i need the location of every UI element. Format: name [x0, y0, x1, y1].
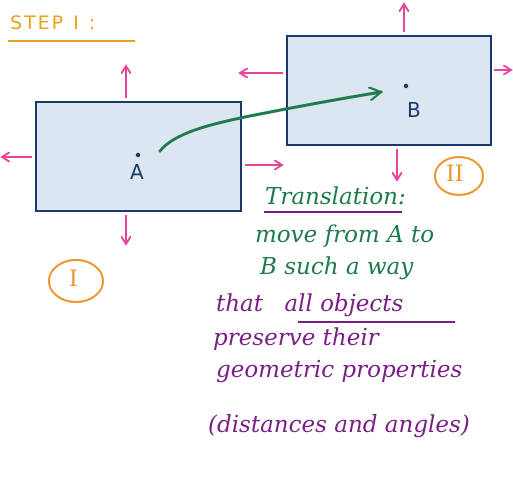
note-line-3-prefix: that — [216, 291, 264, 317]
note-line-6: (distances and angles) — [208, 412, 470, 438]
note-line-5: geometric properties — [216, 357, 463, 383]
translation-vector — [158, 92, 381, 153]
note-title-colon: : — [398, 184, 406, 210]
point-b-label: B — [407, 98, 421, 122]
point-a-label: A — [130, 160, 144, 184]
box-two — [286, 35, 492, 146]
step-heading: STEP I : — [10, 12, 98, 34]
note-line-2: B such a way — [260, 254, 414, 280]
note-line-1: move from A to — [255, 222, 435, 248]
note-title-text: Translation — [265, 184, 398, 210]
point-a-dot — [135, 152, 141, 158]
point-b-dot — [403, 83, 409, 89]
label-box-two: II — [446, 162, 464, 187]
note-line-3: that all objects — [216, 293, 403, 316]
note-title: Translation: — [265, 186, 406, 209]
label-circle-one — [48, 259, 104, 303]
note-line-4: preserve their — [213, 325, 379, 351]
note-line-3-underlined: all objects — [284, 291, 404, 317]
label-box-one: I — [69, 267, 78, 292]
label-circle-two — [434, 156, 484, 196]
